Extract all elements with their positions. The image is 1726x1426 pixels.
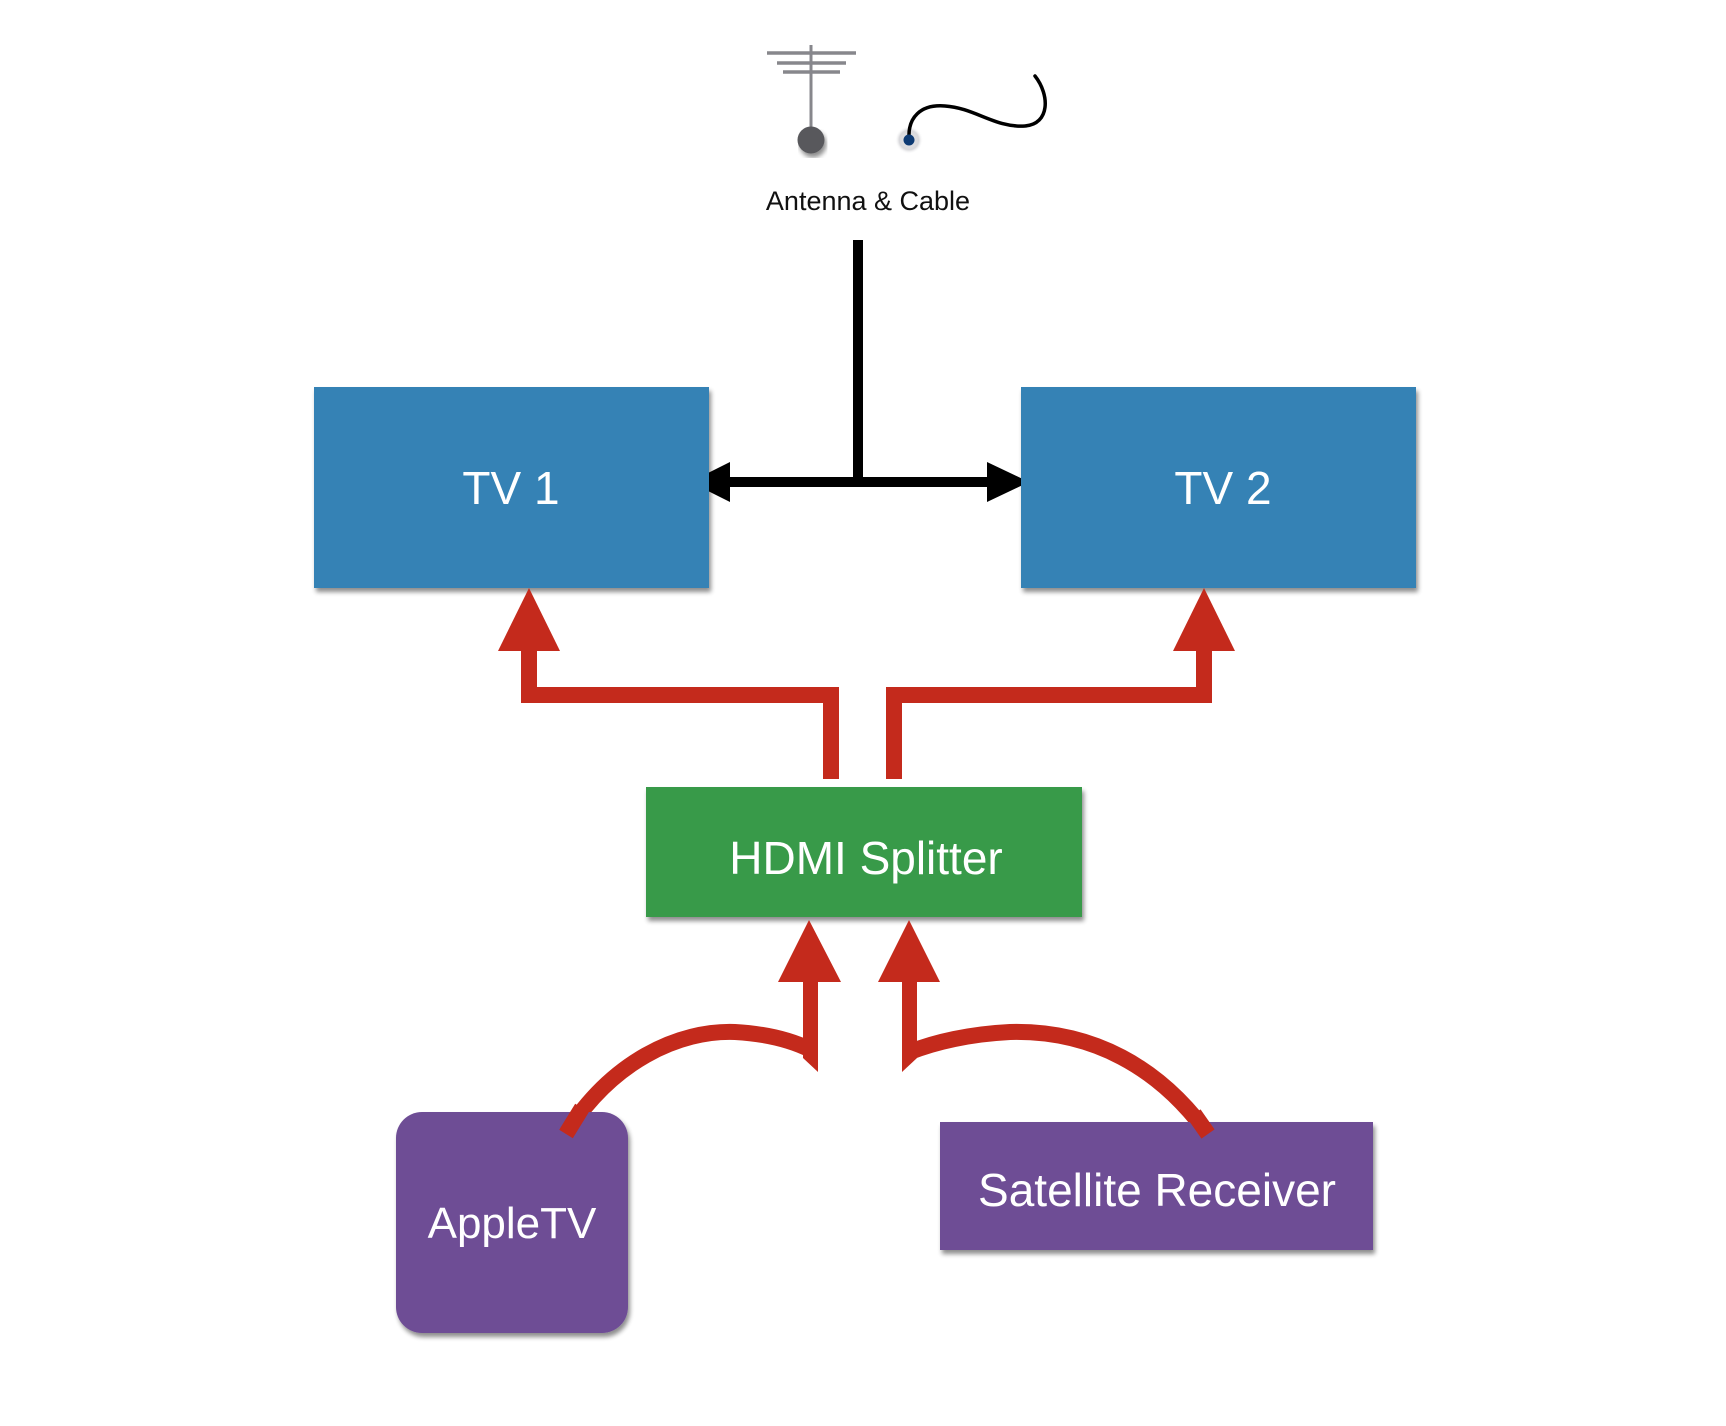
satellite-receiver-label: Satellite Receiver xyxy=(978,1164,1336,1216)
hdmi-appletv-to-splitter xyxy=(555,920,841,1145)
tv1-node[interactable]: TV 1 xyxy=(314,387,709,588)
arrowhead-to-tv1 xyxy=(690,462,730,502)
antenna-cable-label: Antenna & Cable xyxy=(766,186,970,216)
hdmi-splitter-label: HDMI Splitter xyxy=(729,832,1002,884)
tv2-label: TV 2 xyxy=(1174,462,1271,514)
appletv-node[interactable]: AppleTV xyxy=(396,1112,628,1333)
hdmi-splitter-node[interactable]: HDMI Splitter xyxy=(646,787,1082,917)
tv2-node[interactable]: TV 2 xyxy=(1021,387,1416,588)
hdmi-satellite-to-splitter xyxy=(878,920,1219,1145)
appletv-label: AppleTV xyxy=(428,1199,597,1248)
antenna-icon xyxy=(767,45,856,154)
coax-cable-icon xyxy=(895,74,1047,154)
hdmi-arc-ends xyxy=(559,1103,1215,1139)
coax-connection xyxy=(690,240,1029,502)
hdmi-splitter-to-tv2 xyxy=(886,588,1235,779)
arrowhead-to-tv2 xyxy=(987,462,1029,502)
satellite-receiver-node[interactable]: Satellite Receiver xyxy=(940,1122,1373,1250)
tv1-label: TV 1 xyxy=(462,462,559,514)
hdmi-splitter-to-tv1 xyxy=(498,588,839,779)
